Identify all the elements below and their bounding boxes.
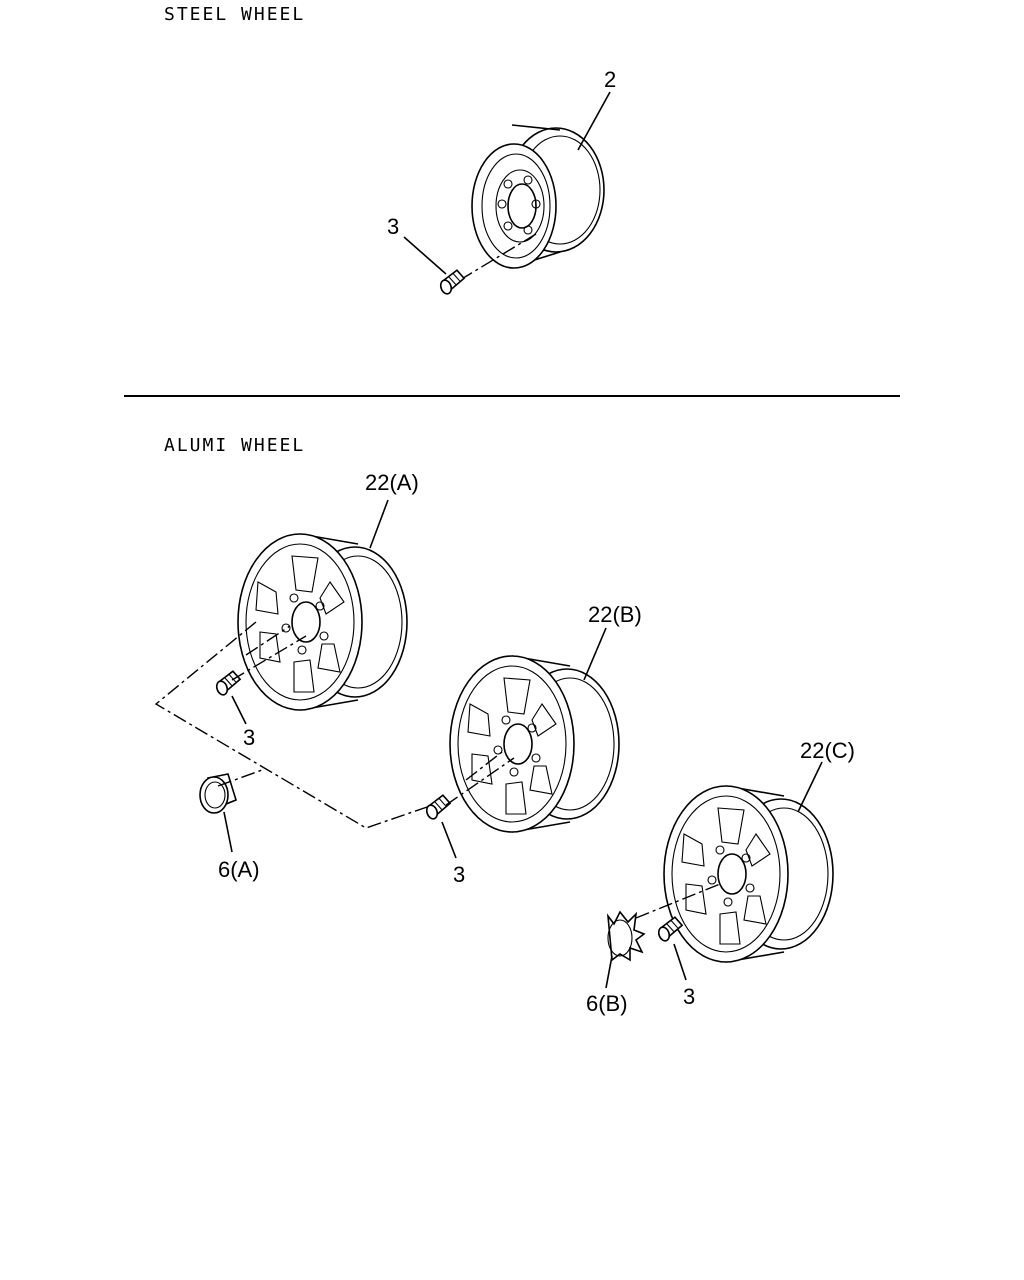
leader-6b	[605, 955, 613, 989]
leader-22a	[369, 499, 389, 549]
alumi-wheel-section-title: ALUMI WHEEL	[164, 435, 306, 456]
callout-6a: 6(A)	[218, 857, 260, 882]
center-cap-6a	[199, 773, 237, 814]
lug-nut-a	[212, 669, 244, 698]
steel-wheel	[471, 124, 605, 269]
callout-22a: 22(A)	[365, 470, 419, 495]
callout-3-steel: 3	[387, 214, 399, 239]
callout-3-a: 3	[243, 725, 255, 750]
leader-22c	[797, 761, 823, 813]
steel-wheel-section-title: STEEL WHEEL	[164, 4, 306, 25]
leader-3-a	[231, 695, 247, 725]
steel-lug-nut	[436, 268, 468, 297]
wheel-22c	[663, 785, 834, 963]
wheel-22a	[237, 533, 408, 711]
callout-3-b: 3	[453, 862, 465, 887]
wheel-22b	[449, 655, 620, 833]
callout-6b: 6(B)	[586, 991, 628, 1016]
leader-2	[577, 91, 611, 151]
assembly-line-cap-a	[154, 621, 431, 829]
leader-3-b	[441, 821, 457, 859]
callout-3-c: 3	[683, 984, 695, 1009]
leader-3-steel	[403, 236, 447, 275]
callout-2: 2	[604, 67, 616, 92]
leader-6a	[223, 811, 233, 853]
center-cap-6b	[606, 910, 646, 962]
leader-22b	[583, 627, 607, 681]
callout-22c: 22(C)	[800, 738, 855, 763]
leader-3-c	[673, 943, 687, 981]
callout-22b: 22(B)	[588, 602, 642, 627]
